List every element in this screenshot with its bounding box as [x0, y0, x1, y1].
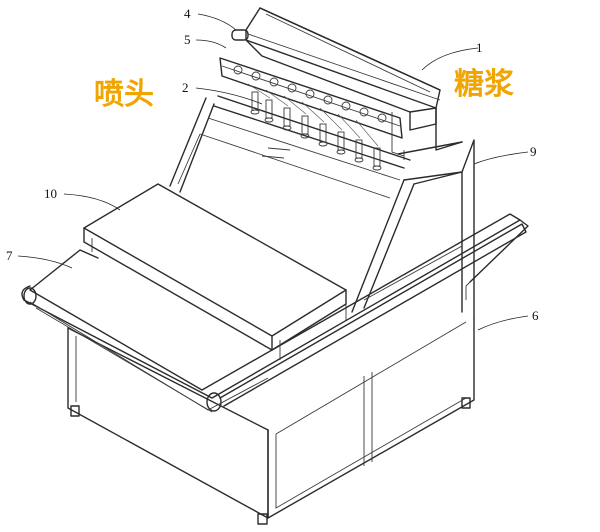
- nozzle-heads: [247, 83, 382, 171]
- label-1: 1: [476, 40, 483, 55]
- label-2: 2: [182, 80, 189, 95]
- gantry-frame: [169, 95, 475, 319]
- label-4: 4: [184, 6, 191, 21]
- annotation-nozzle: 喷头: [94, 77, 154, 112]
- label-5: 5: [184, 32, 191, 47]
- label-10: 10: [44, 186, 57, 201]
- syrup-hopper: [231, 7, 463, 160]
- base-cabinet: [67, 317, 475, 525]
- leader-lines: [17, 13, 529, 331]
- annotation-syrup: 糖浆: [454, 67, 514, 102]
- label-9: 9: [530, 144, 537, 159]
- upper-belt-table: [83, 183, 347, 360]
- label-6: 6: [532, 308, 539, 323]
- conveyor-belt-lower: [21, 213, 529, 413]
- nozzle-manifold: [219, 57, 403, 139]
- label-7: 7: [6, 248, 13, 263]
